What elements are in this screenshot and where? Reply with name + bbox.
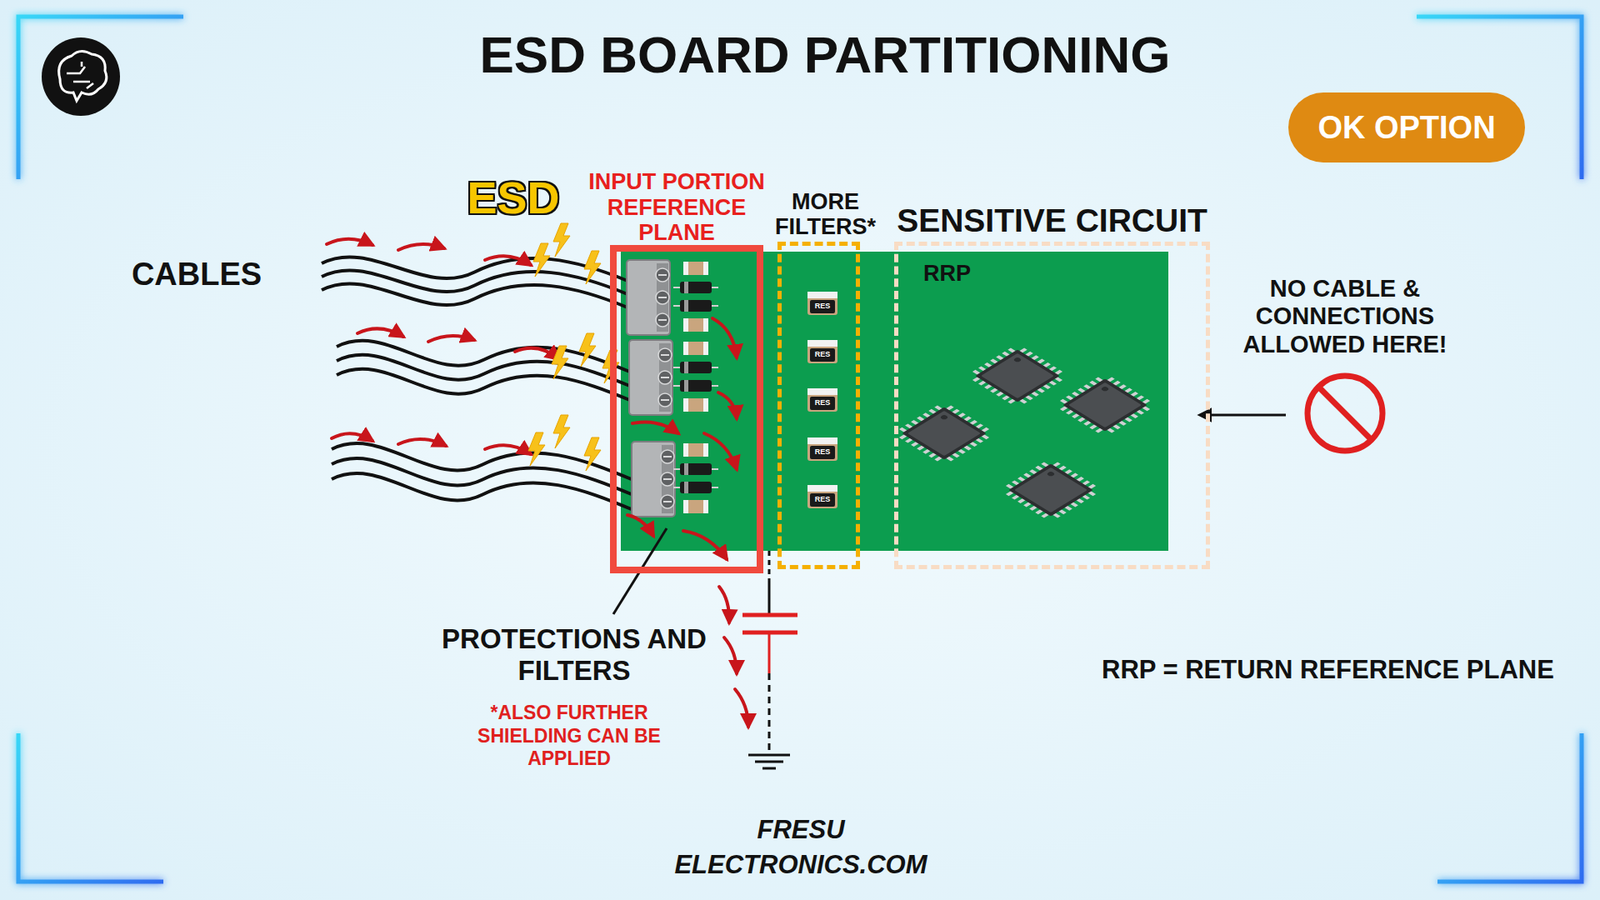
part-marking: RES [815, 301, 831, 310]
terminal-block [631, 441, 675, 517]
protection-group [673, 341, 719, 412]
region-heading: OK OPTION [1317, 110, 1495, 146]
resistor-symbol [807, 340, 838, 364]
ground-capacitor [742, 550, 798, 769]
part-marking: RES [815, 398, 831, 407]
protection-group [673, 261, 719, 332]
ic-chip [999, 457, 1103, 522]
protection-group [673, 443, 719, 514]
ic-chip [1053, 372, 1157, 437]
resistor-symbol [807, 437, 838, 461]
ic-chip [892, 400, 996, 465]
note-label: *ALSO FURTHER SHIELDING CAN BE APPLIED [469, 701, 670, 771]
corner-frame [18, 16, 1582, 882]
ic-chip [965, 343, 1070, 408]
cable-wire [331, 473, 634, 510]
caption: FRESU ELECTRONICS.COM [674, 812, 927, 883]
cable-bundles [321, 256, 634, 510]
cable-wire [336, 369, 632, 401]
cables-label: CABLES [131, 256, 262, 294]
callout-label: PROTECTIONS AND FILTERS [440, 623, 708, 687]
board-region: INPUT PORTION REFERENCE PLANE [610, 245, 764, 574]
ic-chips [892, 343, 1157, 522]
protection-components [673, 261, 719, 514]
part-marking: RES [815, 495, 831, 504]
terminal-block [626, 260, 670, 335]
pointer-arrow [1200, 414, 1286, 417]
part-marking: RES [815, 350, 831, 359]
resistor-symbol [807, 291, 838, 315]
part-marking: RES [815, 447, 831, 456]
prohibited-symbol [1307, 375, 1383, 451]
title: ESD BOARD PARTITIONING [480, 25, 1171, 85]
region-heading: SENSITIVE CIRCUIT [896, 202, 1208, 240]
region-heading: MORE FILTERS* [763, 189, 889, 240]
cable-wire [321, 283, 628, 308]
brain-logo [41, 37, 120, 116]
resistor-symbol [807, 485, 838, 509]
terminal-block [629, 340, 673, 415]
resistor-symbol [807, 388, 838, 412]
region-heading: INPUT PORTION REFERENCE PLANE [583, 169, 771, 245]
esd-lightning [528, 223, 620, 471]
filter-resistors [807, 291, 838, 509]
definition-label: RRP = RETURN REFERENCE PLANE [1101, 655, 1555, 685]
warning-label: NO CABLE & CONNECTIONS ALLOWED HERE! [1235, 275, 1455, 359]
terminal-blocks [626, 260, 675, 517]
esd-label: ESD [466, 171, 560, 224]
region-label: RRP [923, 260, 971, 286]
esd-current-arrows [326, 239, 749, 727]
option-badge: OK OPTION [1288, 92, 1525, 163]
board-region: SENSITIVE CIRCUITRRP [894, 241, 1210, 570]
